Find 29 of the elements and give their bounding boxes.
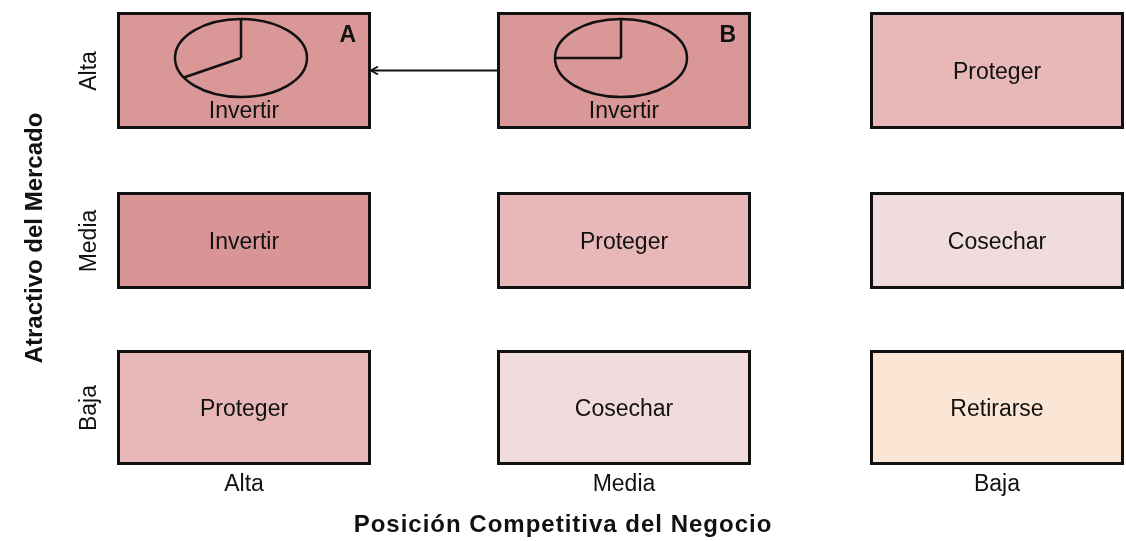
strategy-label: Proteger: [951, 57, 1043, 85]
strategy-box: [870, 192, 1124, 289]
strategy-label: Proteger: [578, 227, 670, 255]
column-label: Alta: [224, 470, 264, 497]
strategy-label: Retirarse: [949, 394, 1045, 422]
strategy-label: Invertir: [207, 97, 281, 124]
quadrant-letter: A: [339, 21, 356, 48]
strategy-box: [870, 12, 1124, 129]
strategy-box: [497, 192, 751, 289]
arrow: [370, 65, 498, 76]
axis-title: Atractivo del Mercado: [20, 112, 48, 364]
strategy-box: [117, 192, 371, 289]
row-label: Baja: [74, 384, 102, 431]
strategy-box: [117, 350, 371, 465]
strategy-box: [870, 350, 1124, 465]
strategy-label: Cosechar: [946, 227, 1048, 255]
column-label: Baja: [974, 470, 1020, 497]
strategy-box: [497, 350, 751, 465]
row-label: Media: [74, 209, 102, 272]
strategy-label: Invertir: [587, 97, 661, 124]
axis-title: Posición Competitiva del Negocio: [353, 510, 773, 538]
row-label: Alta: [74, 50, 102, 91]
strategy-label: Cosechar: [573, 394, 675, 422]
column-label: Media: [592, 470, 656, 497]
quadrant-letter: B: [719, 21, 736, 48]
strategy-box: [497, 12, 751, 129]
strategy-box: [117, 12, 371, 129]
strategy-label: Invertir: [207, 227, 281, 255]
strategy-label: Proteger: [198, 394, 290, 422]
